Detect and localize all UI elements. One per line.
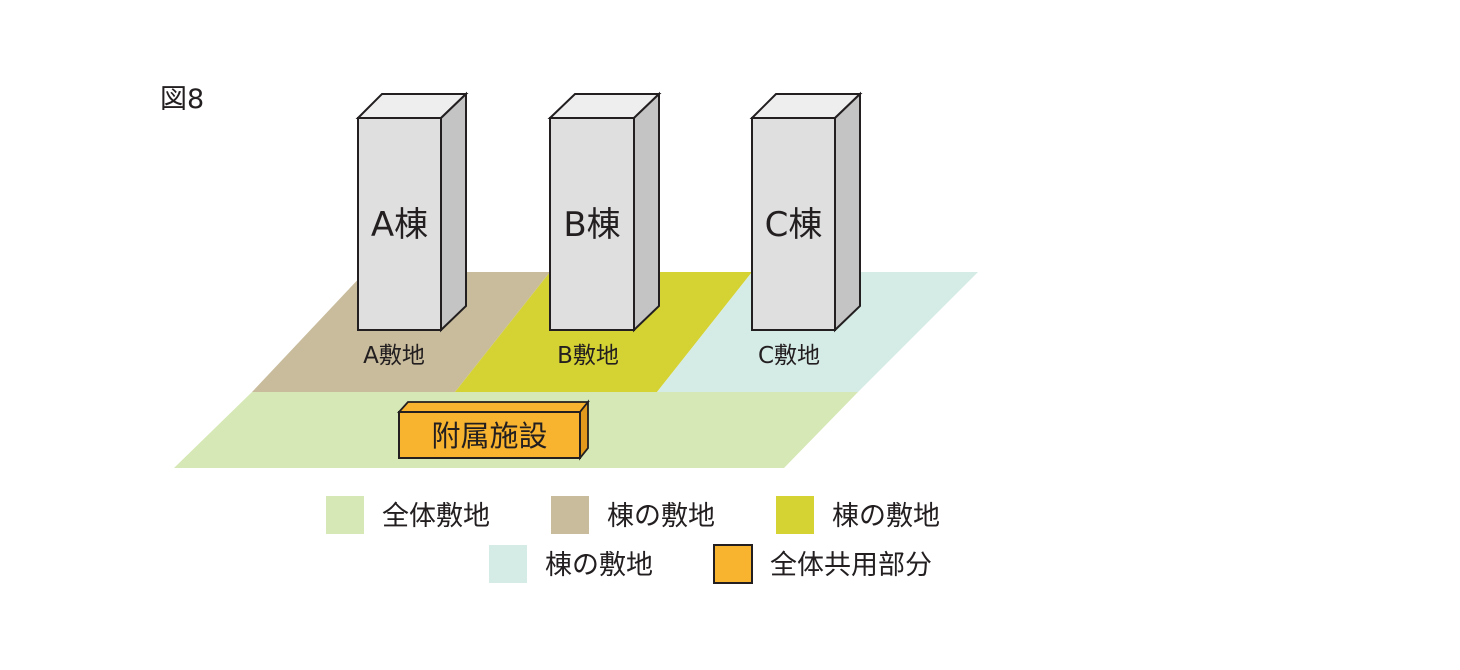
legend-label: 全体共用部分	[770, 550, 932, 581]
legend: 全体敷地 棟の敷地 棟の敷地 棟の敷地 全体共用部分	[326, 496, 940, 584]
plot-a	[252, 272, 550, 392]
building-b: B棟	[547, 91, 662, 333]
annex-facility-label: 附属施設	[431, 419, 547, 453]
plot-b	[455, 272, 752, 392]
legend-item-building-plot-a: 棟の敷地	[551, 496, 715, 534]
plot-c	[657, 272, 978, 392]
legend-item-building-plot-b: 棟の敷地	[776, 496, 940, 534]
building-b-label: B棟	[563, 205, 620, 245]
plot-b-label: B敷地	[557, 343, 619, 369]
annex-facility: 附属施設	[396, 399, 590, 461]
legend-item-whole-site: 全体敷地	[326, 496, 490, 534]
legend-label: 棟の敷地	[607, 501, 715, 532]
building-c-label: C棟	[765, 205, 823, 245]
legend-label: 棟の敷地	[545, 550, 653, 581]
legend-item-common-area: 全体共用部分	[713, 544, 932, 584]
legend-item-building-plot-c: 棟の敷地	[489, 545, 653, 583]
legend-label: 全体敷地	[382, 501, 490, 532]
building-a-label: A棟	[371, 205, 428, 245]
plot-c-label: C敷地	[758, 343, 820, 369]
figure-label: 図8	[160, 84, 204, 115]
legend-label: 棟の敷地	[832, 501, 940, 532]
building-c: C棟	[749, 91, 863, 333]
plot-a-label: A敷地	[363, 343, 425, 369]
building-a: A棟	[355, 91, 469, 333]
